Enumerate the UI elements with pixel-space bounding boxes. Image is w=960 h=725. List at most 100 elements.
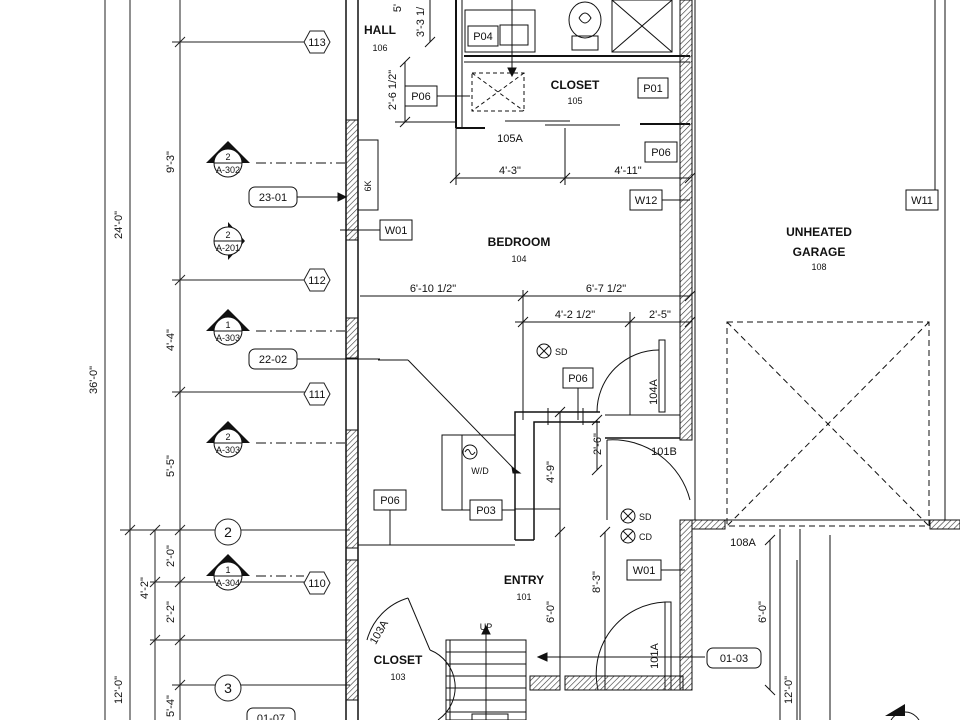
dim-closet-2-6: 2'-6 1/2"	[387, 70, 399, 110]
hex-tags: 113 112 111 110	[303, 30, 331, 595]
kitchen-6k-label: 6K	[363, 180, 373, 191]
left-dimension-labels: 24'-0" 36'-0" 12'-0" 9'-3" 4'-4" 5'-5" 2…	[88, 151, 177, 717]
grid-circle-tags: 2 3	[214, 518, 242, 702]
room-closet-103-number: 103	[390, 672, 405, 682]
dim-5-4: 5'-4"	[165, 695, 177, 717]
dim-2-0: 2'-0"	[165, 545, 177, 567]
section-mark-2-a303: 2 A-303	[206, 421, 345, 458]
dim-4-9: 4'-9"	[545, 461, 557, 483]
dim-6-0-a: 6'-0"	[545, 601, 557, 623]
smoke-detector-icon	[620, 508, 636, 524]
svg-text:01-07: 01-07	[257, 713, 285, 720]
dim-6-10: 6'-10 1/2"	[410, 283, 456, 295]
tag-p06-closet: P06	[404, 85, 438, 107]
hex-tag-110: 110	[303, 571, 331, 595]
svg-text:111: 111	[309, 389, 326, 401]
svg-text:2: 2	[224, 524, 232, 540]
smoke-detectors	[536, 343, 636, 544]
svg-text:W12: W12	[635, 195, 658, 207]
room-closet-105-name: CLOSET	[551, 78, 600, 92]
door-101b-label: 101B	[651, 446, 677, 458]
svg-text:P06: P06	[411, 91, 431, 103]
tag-p01: P01	[637, 77, 669, 99]
room-bedroom-name: BEDROOM	[488, 235, 551, 249]
svg-text:P03: P03	[476, 505, 496, 517]
tag-p04: P04	[467, 25, 499, 47]
section-mark-partial	[885, 704, 922, 725]
svg-text:W01: W01	[633, 565, 656, 577]
cd-label: CD	[639, 532, 652, 542]
hex-tag-113: 113	[303, 30, 331, 54]
garage-area	[691, 0, 960, 720]
sd-label: SD	[639, 512, 652, 522]
svg-text:A-303: A-303	[216, 333, 240, 343]
svg-text:2: 2	[225, 432, 230, 442]
tag-w11: W11	[905, 189, 939, 211]
door-108a-label: 108A	[730, 537, 756, 549]
svg-text:W01: W01	[385, 225, 408, 237]
stairs-up-label: UP	[480, 622, 493, 632]
tag-p03: P03	[469, 499, 503, 521]
door-101a-label: 101A	[649, 642, 661, 668]
svg-text:A-302: A-302	[216, 165, 240, 175]
tag-w01-left: W01	[379, 219, 413, 241]
section-mark-1-a303: 1 A-303	[206, 309, 345, 346]
door-104a-label: 104A	[648, 378, 660, 404]
svg-text:23-01: 23-01	[259, 192, 287, 204]
boxed-tags: P04 P06 P01 P06 W12 W11 W01	[340, 25, 939, 581]
svg-text:P04: P04	[473, 31, 493, 43]
dim-6-7: 6'-7 1/2"	[586, 283, 626, 295]
section-mark-2-a201: 2 A-201	[213, 222, 245, 260]
left-dimension-lines	[104, 0, 350, 720]
dim-4-3: 4'-3"	[499, 165, 521, 177]
tag-p06-right: P06	[644, 141, 678, 163]
room-entry-name: ENTRY	[504, 573, 544, 587]
section-mark-2-a302: 2 A-302	[206, 141, 345, 178]
bedroom-dimension-labels: 3'-3 1/ 5' 2'-6 1/2" 4'-3" 4'-11" 6'-10 …	[387, 4, 671, 321]
svg-text:112: 112	[308, 275, 326, 287]
tag-22-02: 22-02	[248, 348, 298, 370]
svg-text:A-304: A-304	[216, 578, 240, 588]
tag-01-07: 01-07	[246, 707, 296, 725]
svg-text:2: 2	[225, 152, 230, 162]
grid-tag-2: 2	[214, 518, 242, 546]
dim-2-5: 2'-5"	[649, 309, 671, 321]
room-garage-number: 108	[811, 262, 826, 272]
room-closet-105-number: 105	[567, 96, 582, 106]
dim-4-4: 4'-4"	[165, 329, 177, 351]
room-labels: HALL 106 CLOSET 105 BEDROOM 104 UNHEATED…	[364, 23, 852, 682]
dim-6-0-b: 6'-0"	[757, 601, 769, 623]
section-mark-1-a304: 1 A-304	[206, 554, 304, 591]
svg-text:113: 113	[308, 37, 326, 49]
room-bedroom-number: 104	[511, 254, 526, 264]
door-105a-label: 105A	[497, 133, 523, 145]
tag-23-01: 23-01	[248, 186, 298, 208]
sd-label: SD	[555, 347, 568, 357]
tag-01-03: 01-03	[706, 647, 762, 669]
tag-w01-entry: W01	[626, 559, 662, 581]
bedroom-dimension-lines	[360, 0, 696, 420]
bedroom-right-wall	[679, 0, 696, 691]
dim-24-0: 24'-0"	[113, 211, 125, 239]
dim-12-0: 12'-0"	[113, 676, 125, 704]
dim-12-0-right: 12'-0"	[783, 676, 795, 704]
dim-9-3: 9'-3"	[165, 151, 177, 173]
room-closet-103-name: CLOSET	[374, 653, 423, 667]
svg-text:P06: P06	[568, 373, 588, 385]
svg-text:1: 1	[225, 565, 230, 575]
dim-hall-3-3: 3'-3 1/	[415, 6, 427, 37]
smoke-detector-icon	[536, 343, 552, 359]
entry-dimension-lines	[554, 406, 798, 720]
room-entry-number: 101	[516, 592, 531, 602]
left-exterior-wall: 6K	[345, 0, 379, 720]
dim-4-2: 4'-2 1/2"	[555, 309, 595, 321]
door-103a-label: 103A	[368, 618, 392, 647]
svg-text:P06: P06	[380, 495, 400, 507]
svg-text:W11: W11	[911, 195, 933, 207]
hex-tag-111: 111	[303, 382, 331, 406]
svg-text:22-02: 22-02	[259, 354, 287, 366]
section-marks: 2 A-302 2 A-201 1 A-303 2 A-303	[206, 141, 345, 591]
entry-dimension-labels: 2'-6" 4'-9" 6'-0" 8'-3" 6'-0" 12'-0"	[545, 433, 795, 704]
